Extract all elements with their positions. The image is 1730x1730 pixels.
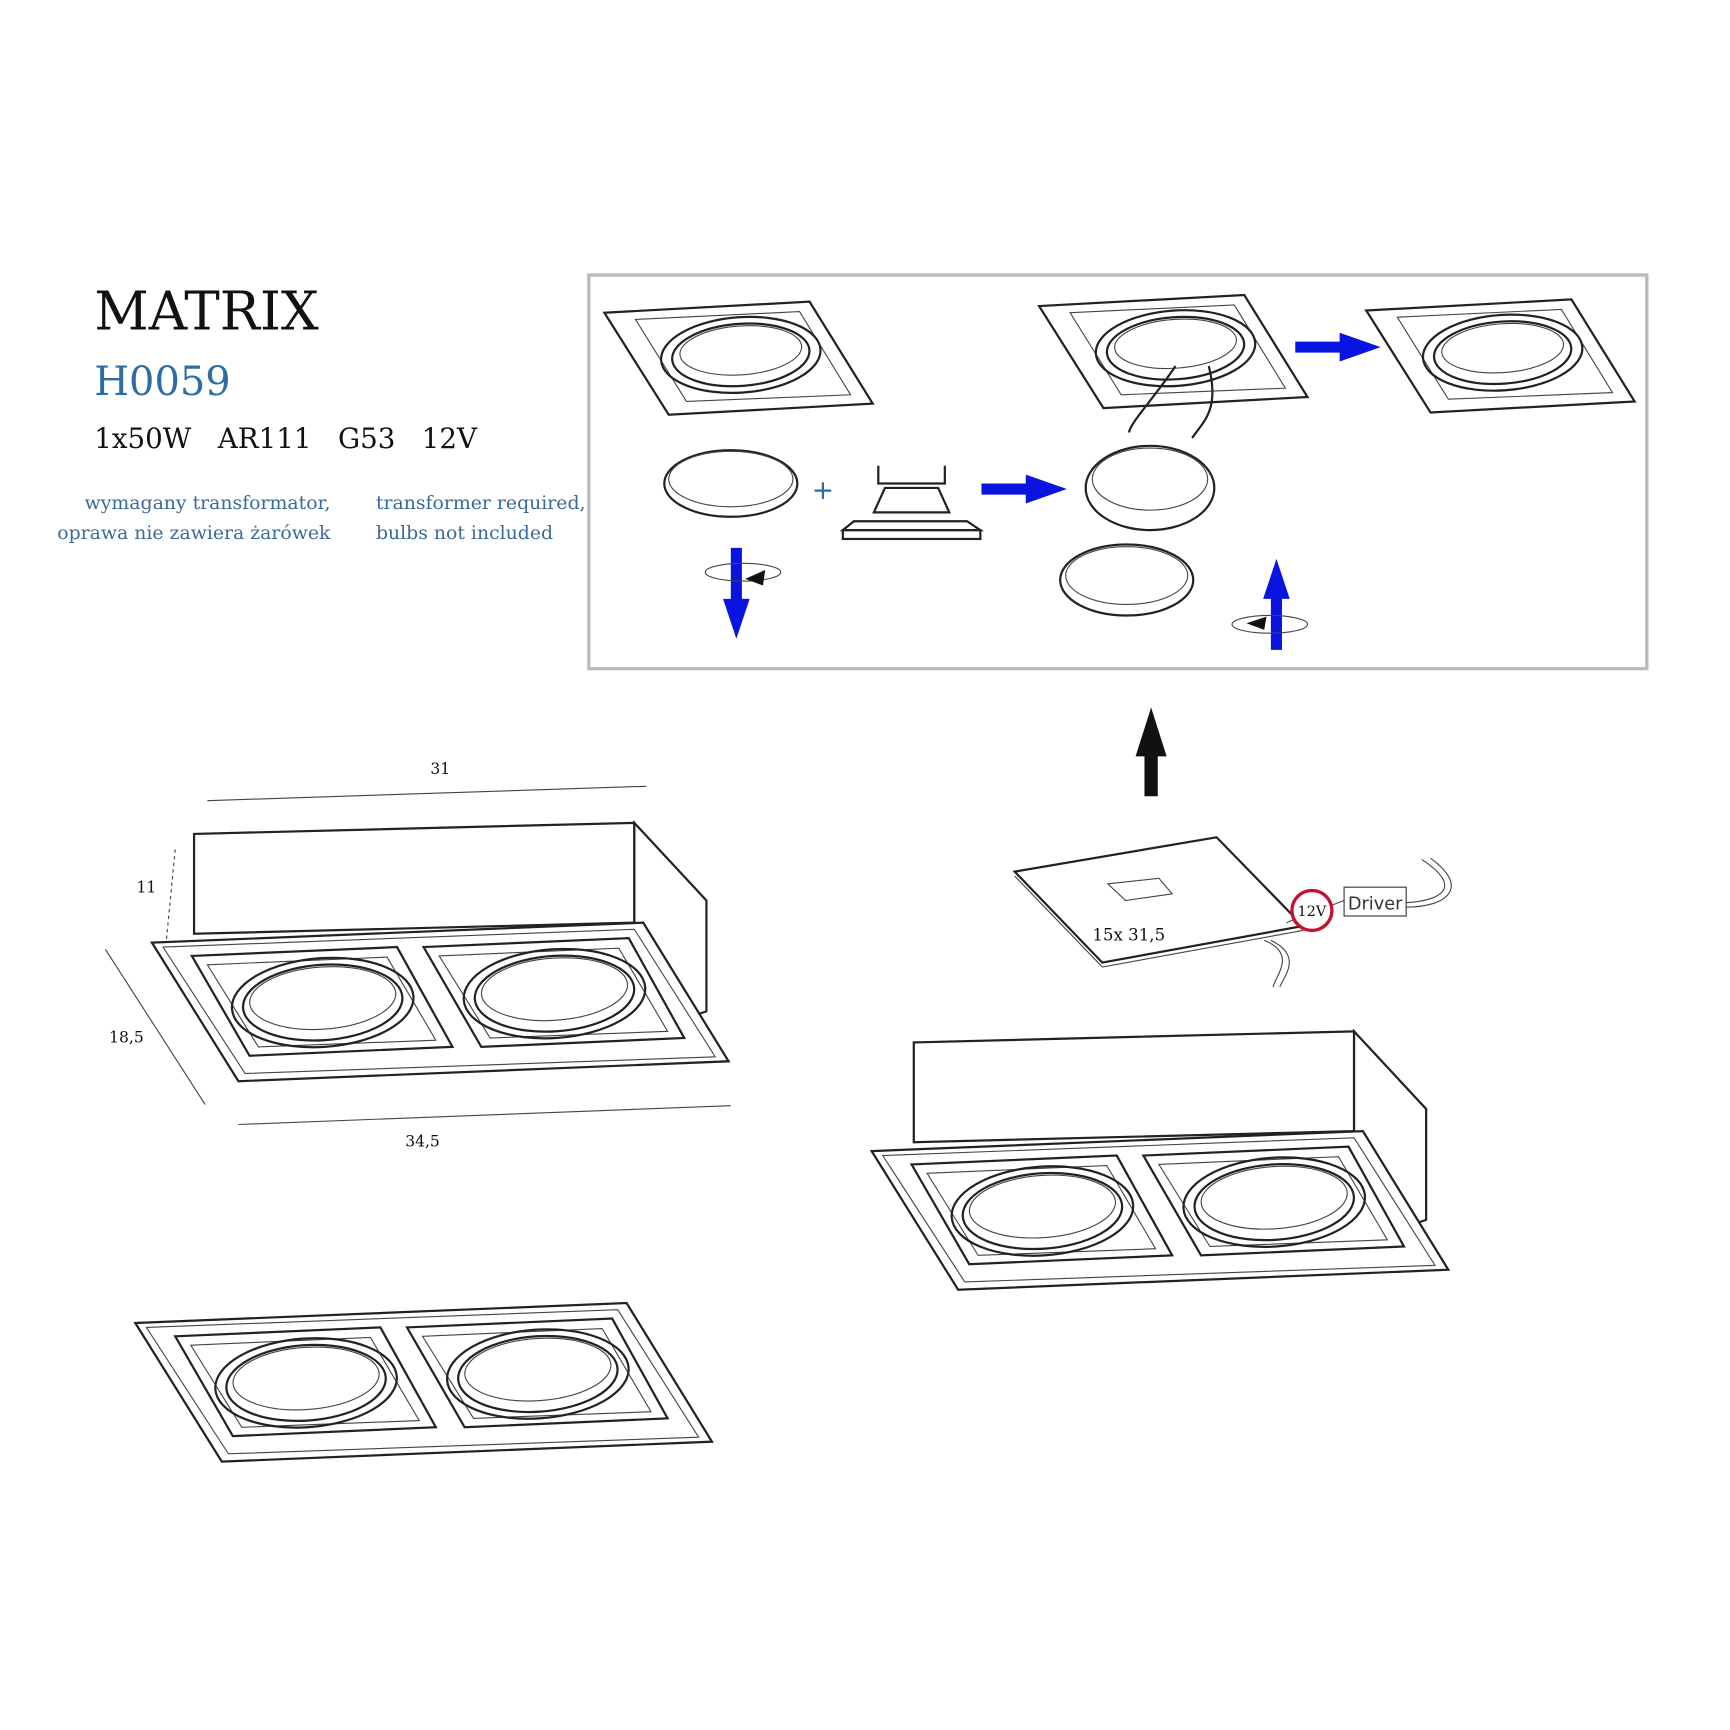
arrow-up-rotate-icon: [1231, 558, 1309, 650]
product-code: H0059: [94, 359, 230, 405]
note-pl-line2: oprawa nie zawiera żarówek: [57, 523, 331, 544]
dimension-length-bottom: 34,5: [405, 1133, 440, 1151]
note-en-line2: bulbs not included: [376, 523, 553, 544]
ceiling-cutout-board: 15x 31,5 12V Driver: [1012, 836, 1452, 988]
driver-box: [1343, 886, 1407, 917]
fixture-front-trim: [135, 1303, 712, 1462]
voltage-badge: [1290, 888, 1334, 933]
dimension-height: 11: [137, 879, 157, 897]
arrow-down-rotate-icon: [704, 547, 782, 639]
arrow-up-icon: [1135, 707, 1167, 797]
dimension-depth: 18,5: [109, 1028, 144, 1046]
retaining-ring-2: [1059, 543, 1195, 617]
product-specs: 1x50W AR111 G53 12V: [94, 422, 478, 455]
ar111-bulb: [839, 465, 984, 541]
bulb-wired: [1084, 444, 1216, 532]
fixture-installed-housing: [872, 1031, 1449, 1289]
driver-label: Driver: [1348, 894, 1403, 914]
installation-steps-panel: +: [587, 273, 1649, 671]
retaining-ring: [663, 449, 799, 518]
note-pl-line1: wymagany transformator,: [85, 493, 331, 514]
arrow-right-icon: [981, 474, 1067, 504]
fixture-dimensioned: 31 11 18,5 34,5: [104, 760, 731, 1151]
cutout-dimension: 15x 31,5: [1092, 925, 1165, 944]
product-title: MATRIX: [94, 280, 319, 342]
plus-sign: +: [812, 475, 834, 506]
arrow-right-icon: [1295, 332, 1381, 362]
dimension-length-top: 31: [430, 760, 450, 778]
note-en-line1: transformer required,: [376, 493, 586, 514]
voltage-label: 12V: [1298, 904, 1327, 920]
